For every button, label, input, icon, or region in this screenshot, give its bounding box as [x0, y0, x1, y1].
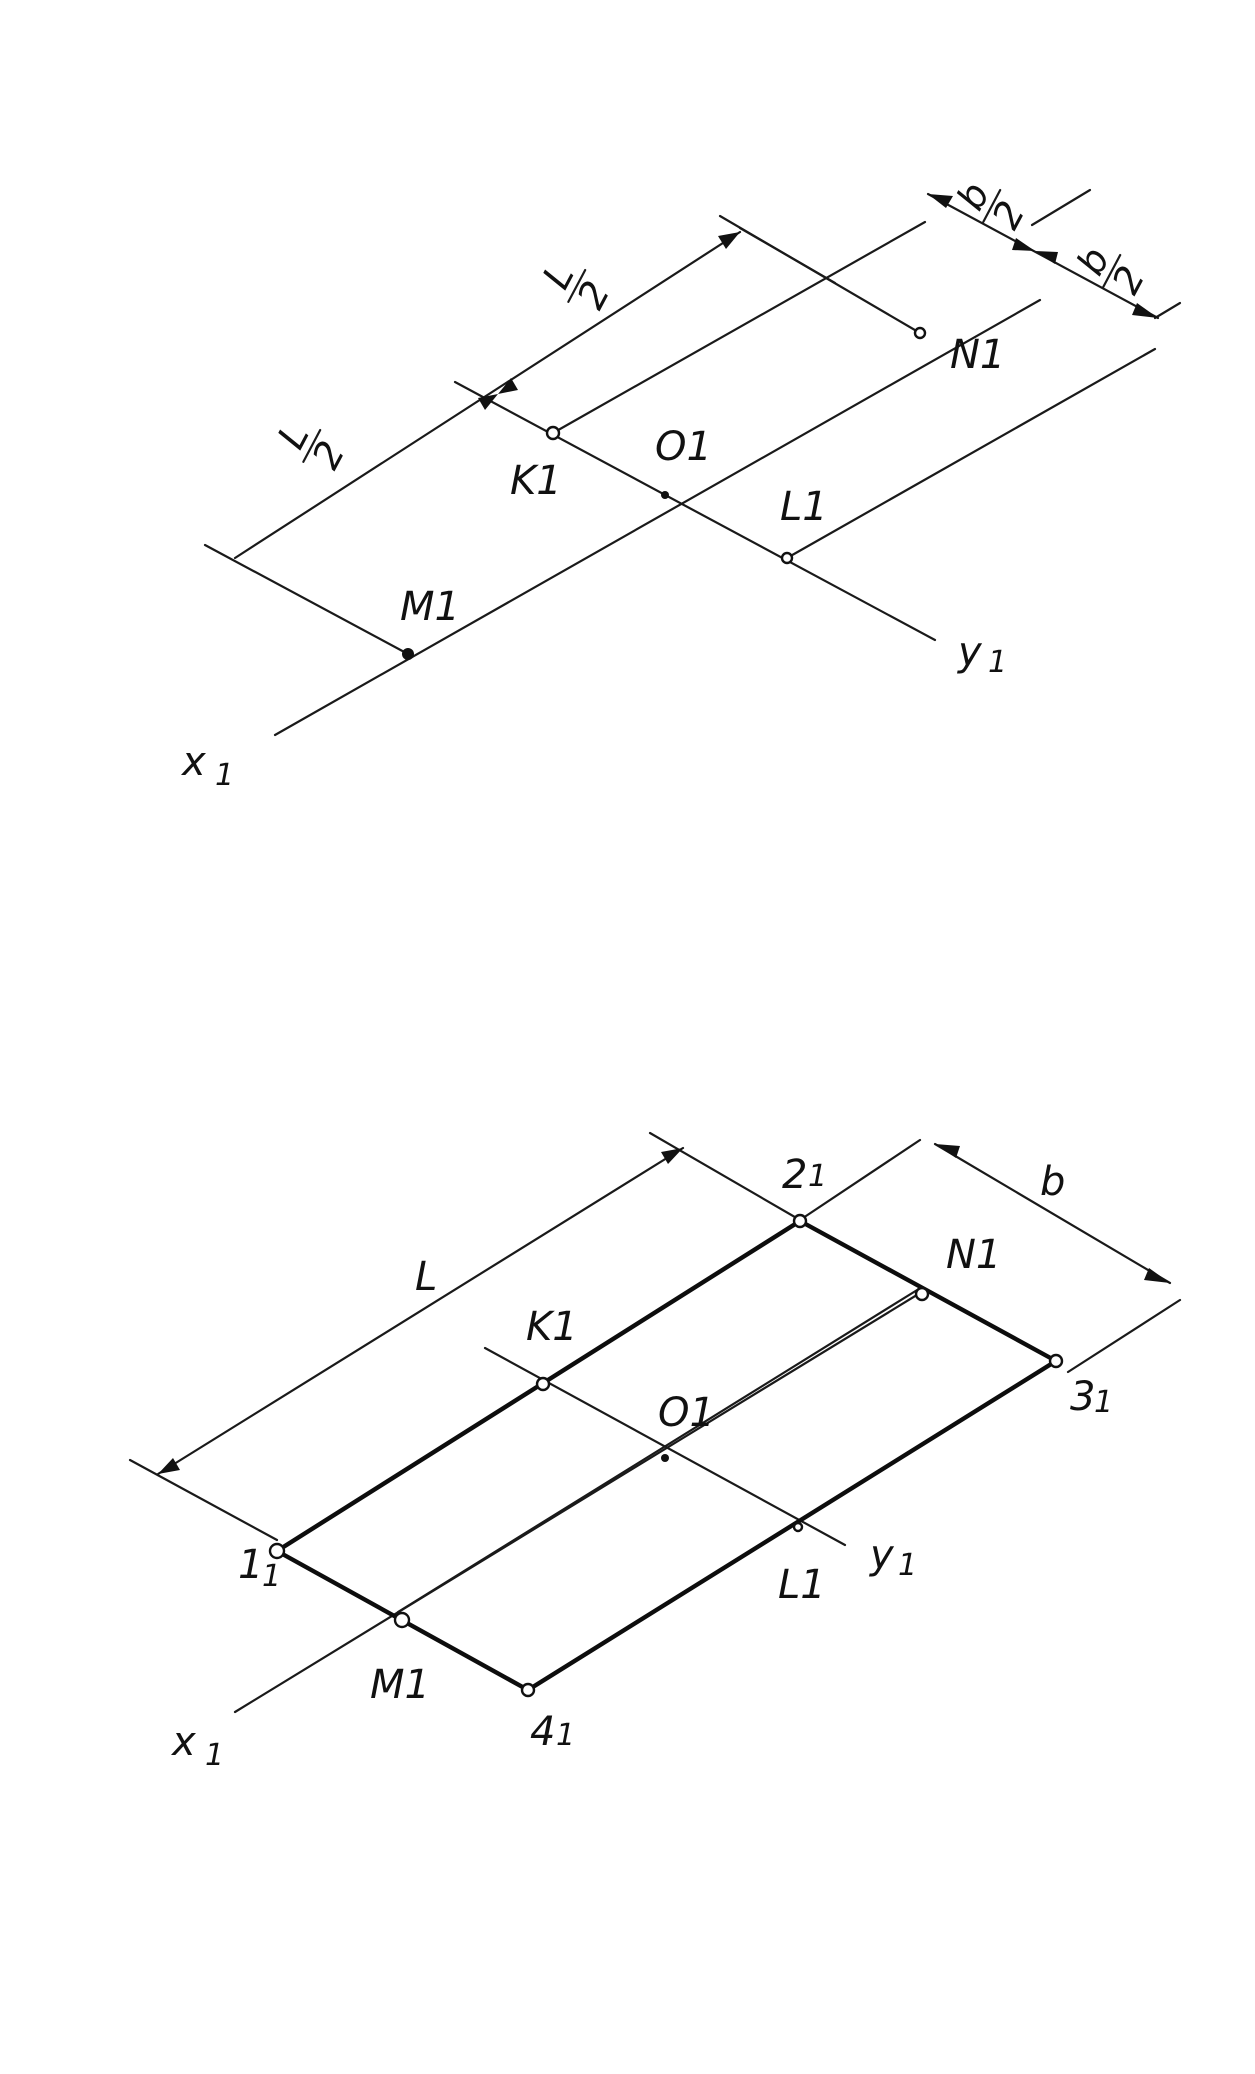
- top-arrow-l-mid2: [478, 394, 498, 410]
- bottom-label-4-sub: 1: [556, 1718, 575, 1753]
- bottom-arrow-l-left: [158, 1458, 180, 1474]
- top-dim-ext-b2: [1153, 301, 1182, 320]
- top-point-k: [545, 425, 561, 441]
- bottom-point-n: [914, 1286, 930, 1302]
- svg-text:2: 2: [303, 434, 353, 476]
- top-line-l: [785, 347, 1157, 560]
- top-point-m: [402, 648, 414, 660]
- bottom-point-2: [792, 1213, 808, 1229]
- top-arrow-b-end: [1132, 303, 1158, 318]
- bottom-point-3: [1048, 1353, 1064, 1369]
- top-arrow-l-end: [718, 232, 740, 249]
- bottom-label-2: 2: [782, 1152, 807, 1198]
- top-point-l: [780, 551, 794, 565]
- bottom-point-l: [792, 1521, 804, 1533]
- top-line-m: [203, 543, 410, 656]
- svg-text:2: 2: [1103, 259, 1153, 301]
- bottom-line-m-n: [396, 1285, 924, 1614]
- bottom-point-4: [520, 1682, 536, 1698]
- bottom-dim-line-b: [933, 1142, 1172, 1285]
- top-dim-ext-b1: [1030, 188, 1092, 227]
- top-arrow-b-mid2: [1035, 251, 1058, 264]
- top-point-n: [913, 326, 927, 340]
- bottom-label-k: K1: [526, 1304, 578, 1350]
- top-label-o: O1: [655, 424, 712, 470]
- top-dim-label-b-second: b 2: [1068, 240, 1154, 301]
- bottom-point-o: [661, 1454, 669, 1462]
- bottom-dim-ext-right: [648, 1131, 802, 1222]
- bottom-diagram: 2 1 N1 3 1 K1 O1 L1 1 1 M1 4 1 x 1 y 1 L…: [128, 1131, 1182, 1773]
- top-dim-label-l-lower: L 2: [269, 416, 354, 476]
- top-dim-ext-upper: [738, 226, 837, 285]
- top-label-l: L1: [780, 484, 828, 530]
- top-x-axis: [273, 298, 1042, 737]
- bottom-axis-y-label: y: [869, 1532, 895, 1578]
- top-point-o: [661, 491, 669, 499]
- bottom-axis-x-label: x: [170, 1719, 196, 1765]
- bottom-label-2-sub: 1: [808, 1159, 827, 1194]
- bottom-arrow-b-left: [935, 1144, 960, 1158]
- bottom-dim-label-l: L: [415, 1254, 437, 1300]
- bottom-dim-line-l: [156, 1146, 685, 1476]
- bottom-label-3: 3: [1070, 1374, 1095, 1420]
- bottom-arrow-l-right: [661, 1148, 683, 1164]
- bottom-dim-ext-left: [128, 1458, 279, 1542]
- bottom-dim-label-b: b: [1040, 1159, 1065, 1205]
- top-label-n: N1: [950, 332, 1005, 378]
- top-line-k: [551, 220, 927, 435]
- bottom-label-o: O1: [658, 1390, 715, 1436]
- bottom-x-axis: [233, 1288, 927, 1714]
- bottom-label-3-sub: 1: [1094, 1385, 1113, 1420]
- top-arrow-l-mid1: [498, 378, 518, 394]
- bottom-axis-x-sub: 1: [205, 1738, 224, 1773]
- bottom-label-m: M1: [370, 1662, 430, 1708]
- top-axis-x-sub: 1: [215, 758, 234, 793]
- top-dim-label-l-upper: L 2: [534, 256, 619, 316]
- bottom-arrow-b-right: [1144, 1268, 1170, 1283]
- bottom-point-1: [268, 1542, 286, 1560]
- top-y-axis: [453, 380, 937, 642]
- bottom-label-1: 1: [238, 1542, 263, 1588]
- top-dim-label-b-first: b 2: [948, 175, 1034, 236]
- top-arrow-b-mid1: [1012, 238, 1035, 251]
- top-arrow-b-start: [928, 194, 953, 208]
- svg-text:2: 2: [983, 194, 1033, 236]
- bottom-point-k: [535, 1376, 551, 1392]
- top-label-k: K1: [510, 458, 562, 504]
- top-diagram: K1 O1 L1 M1 N1 x 1 y 1 L 2 L 2 b 2 b: [180, 175, 1182, 793]
- top-axis-y-sub: 1: [988, 645, 1007, 680]
- svg-text:2: 2: [568, 274, 618, 316]
- top-axis-x-label: x: [180, 739, 206, 785]
- top-axis-y-label: y: [957, 629, 983, 675]
- top-label-m: M1: [400, 584, 460, 630]
- bottom-label-l: L1: [778, 1562, 826, 1608]
- top-dim-line-l: [233, 230, 742, 560]
- bottom-dim-ext-b-top: [798, 1138, 922, 1222]
- bottom-point-m: [393, 1611, 411, 1629]
- bottom-label-4: 4: [530, 1709, 555, 1755]
- bottom-axis-y-sub: 1: [898, 1548, 917, 1583]
- bottom-label-n: N1: [946, 1232, 1001, 1278]
- bottom-dim-ext-b: [1066, 1298, 1182, 1374]
- bottom-label-1-sub: 1: [262, 1559, 281, 1594]
